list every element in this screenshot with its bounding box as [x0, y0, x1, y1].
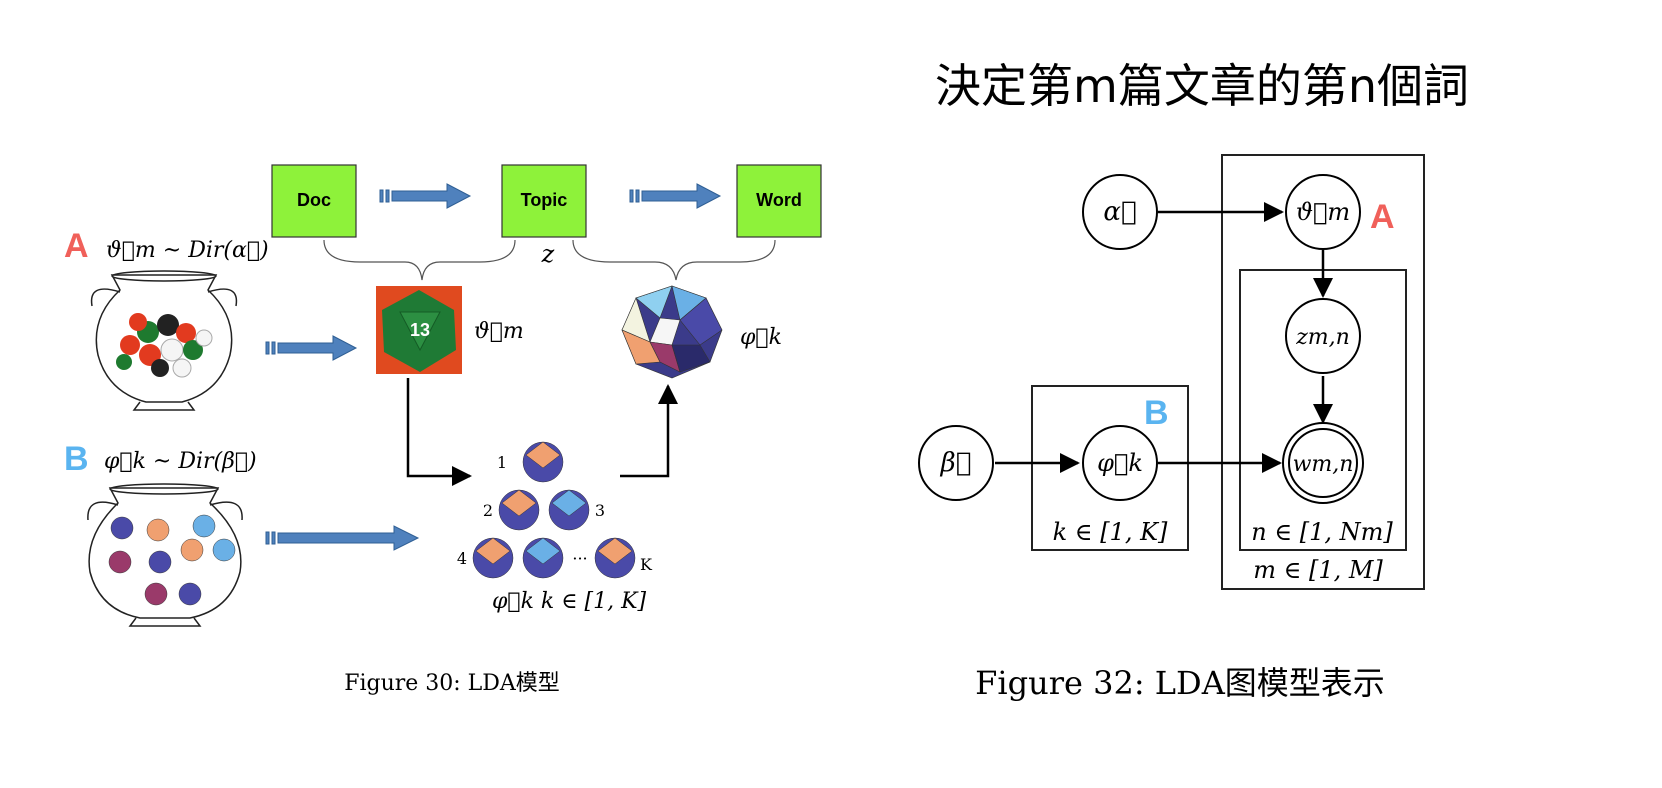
arrow-dice-to-phi: [620, 384, 678, 478]
node-alpha-label: α⃗: [1103, 197, 1136, 227]
node-theta: ϑ⃗m: [1285, 174, 1361, 250]
blue-arrow-topic-word: [629, 183, 722, 209]
urn-a: [90, 270, 238, 411]
node-phi-label: φ⃗k: [1097, 449, 1143, 477]
topic-box: Topic: [501, 164, 587, 238]
dice-number-1: 1: [497, 453, 507, 472]
z-label: z: [541, 240, 555, 268]
dice-collection: [472, 441, 636, 579]
dice-number-k: K: [640, 555, 653, 574]
node-z-label: zm,n: [1295, 325, 1350, 350]
brace-right: [572, 239, 776, 281]
node-beta: β⃗: [918, 425, 994, 501]
node-alpha: α⃗: [1082, 174, 1158, 250]
plate-m-label: m ∈ [1, M]: [1253, 556, 1383, 584]
word-box: Word: [736, 164, 822, 238]
node-z: zm,n: [1285, 298, 1361, 374]
dice-number-2: 2: [483, 501, 493, 520]
dice-number-4: 4: [457, 549, 467, 568]
urn-b-dice: [108, 514, 236, 606]
theta-label-left: ϑ⃗m: [474, 319, 524, 344]
brace-left: [323, 239, 516, 281]
urn-a-dice: [116, 313, 213, 378]
blue-arrow-doc-topic: [379, 183, 472, 209]
label-b-right: B: [1144, 394, 1169, 432]
label-b-left: B: [64, 440, 89, 478]
doc-label: Doc: [297, 190, 331, 210]
node-phi: φ⃗k: [1082, 425, 1158, 501]
blue-arrow-urn-b: [265, 525, 420, 551]
right-title: 決定第m篇文章的第n個詞: [935, 59, 1469, 113]
green-die-image: 13: [376, 286, 462, 374]
right-figure: 決定第m篇文章的第n個詞 α⃗ ϑ⃗m zm,n wm,n: [918, 59, 1469, 702]
icosahedron-die: [621, 285, 723, 379]
formula-a: ϑ⃗m ~ Dir(α⃗): [106, 238, 269, 263]
dice-ellipsis: ···: [572, 549, 587, 568]
blue-arrow-urn-a: [265, 335, 358, 361]
phi-label-left: φ⃗k: [740, 325, 782, 350]
node-w-label: wm,n: [1293, 452, 1354, 477]
urn-b: [87, 483, 243, 627]
node-beta-label: β⃗: [940, 448, 972, 478]
plate-k: [1031, 385, 1189, 551]
plate-k-label: k ∈ [1, K]: [1053, 518, 1168, 546]
figure-32-caption: Figure 32: LDA图模型表示: [975, 664, 1385, 702]
figure-30-caption: Figure 30: LDA模型: [344, 671, 560, 696]
node-w-observed: wm,n: [1282, 422, 1364, 504]
node-theta-label: ϑ⃗m: [1296, 198, 1350, 226]
dice-caption: φ⃗k k ∈ [1, K]: [492, 589, 647, 614]
topic-label: Topic: [521, 190, 568, 210]
label-a-left: A: [64, 227, 89, 265]
label-a-right: A: [1370, 198, 1395, 236]
arrow-theta-to-dice: [406, 378, 472, 486]
formula-b: φ⃗k ~ Dir(β⃗): [104, 449, 257, 474]
doc-box: Doc: [271, 164, 357, 238]
plate-n-label: n ∈ [1, Nm]: [1251, 518, 1393, 546]
left-figure: Doc Topic Word z A ϑ⃗m ~ Dir(α⃗): [64, 164, 822, 696]
die-number: 13: [410, 320, 430, 340]
word-label: Word: [756, 190, 802, 210]
plate-m: [1221, 154, 1425, 590]
dice-number-3: 3: [595, 501, 605, 520]
